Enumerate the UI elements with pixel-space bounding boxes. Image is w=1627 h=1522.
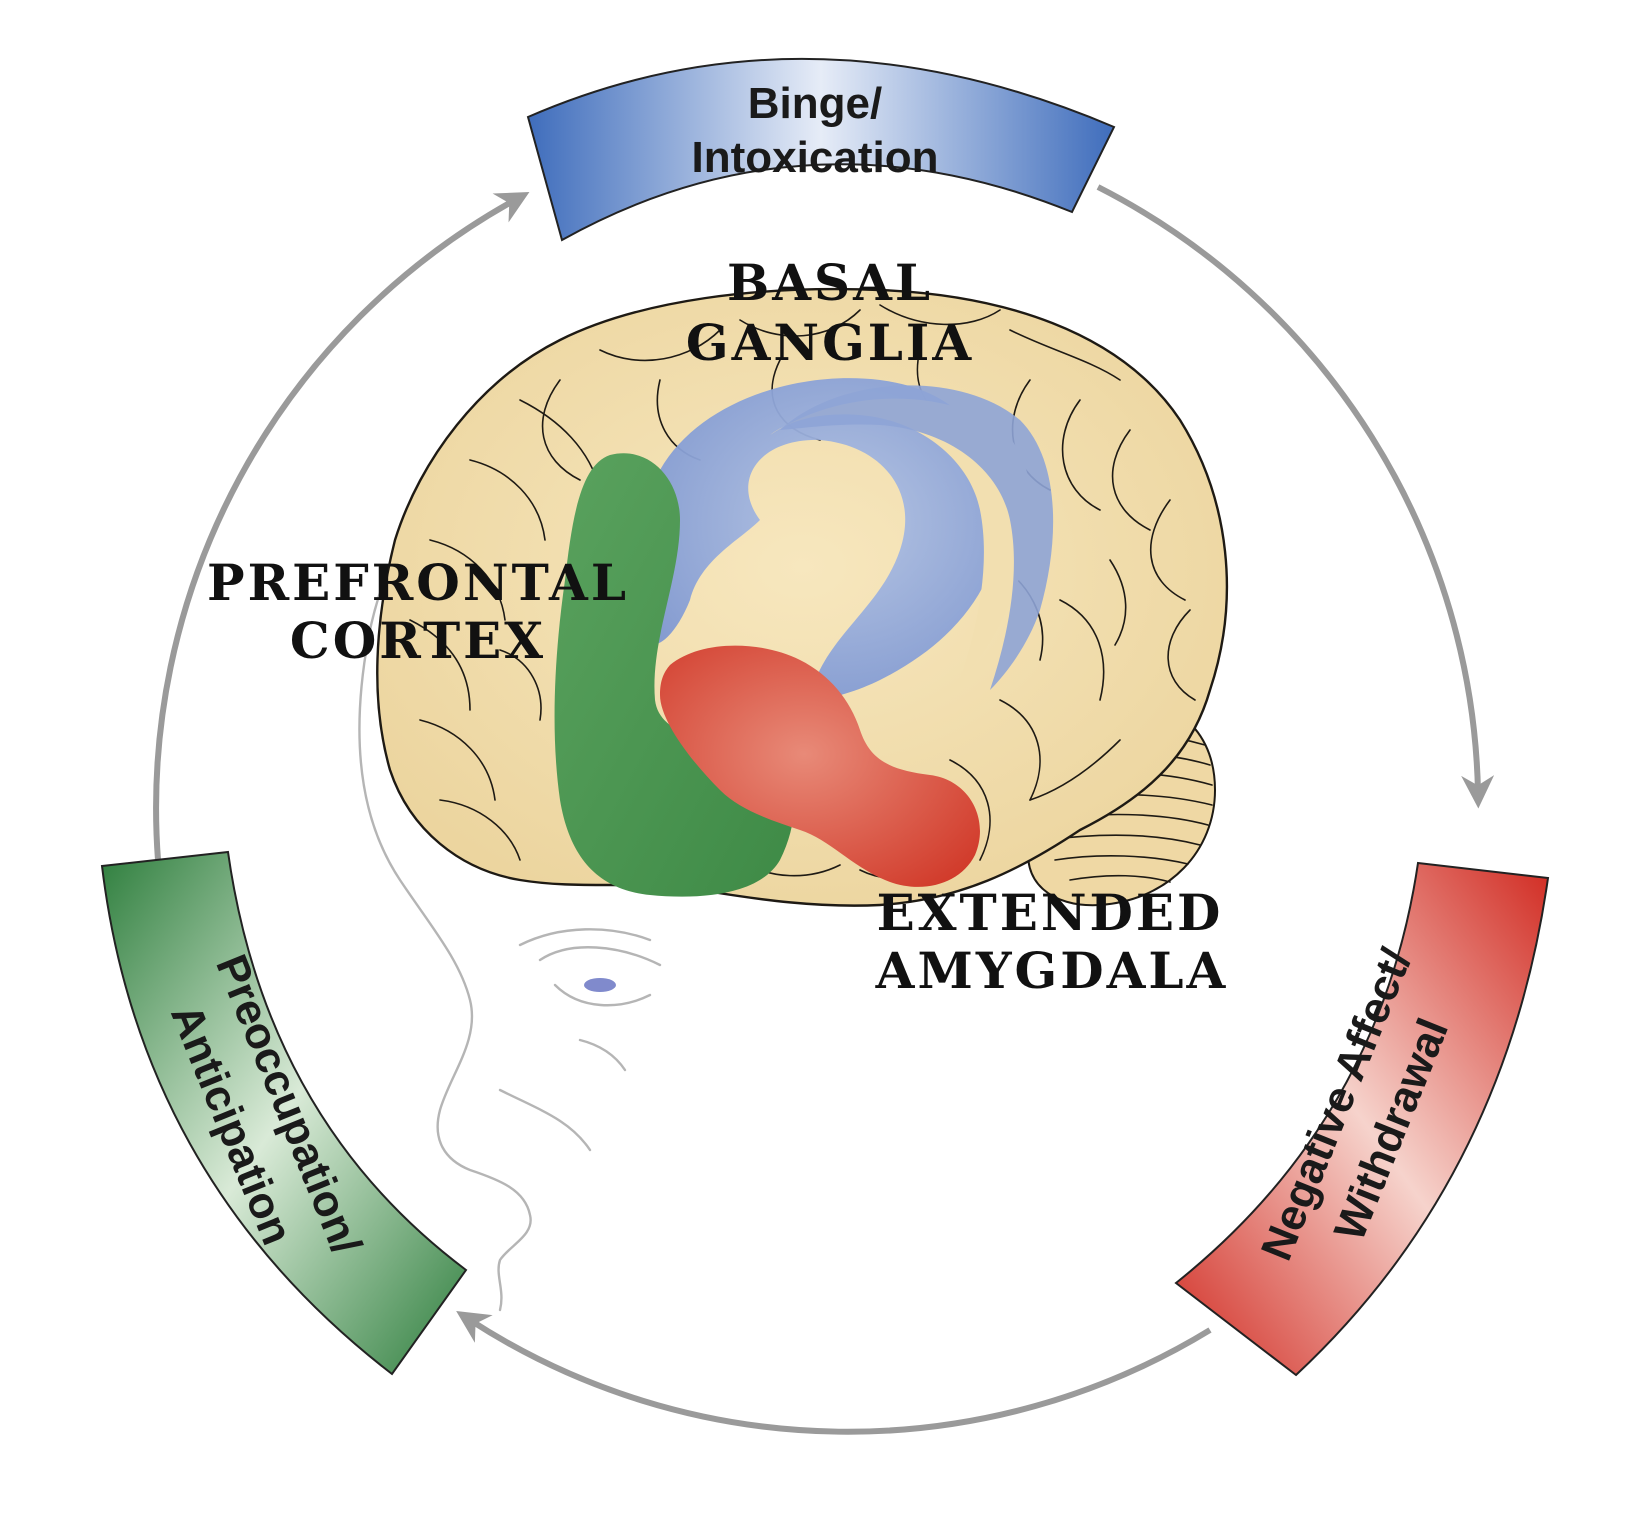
- brain-illustration: [376, 287, 1229, 907]
- extended-amygdala-label-line1: EXTENDED: [877, 883, 1224, 942]
- extended-amygdala-region: [660, 645, 980, 887]
- prefrontal-cortex-label-line1: PREFRONTAL: [207, 553, 629, 612]
- arrow-withdrawal-to-preoccupation: [456, 1311, 1212, 1435]
- prefrontal-cortex-label-line2: CORTEX: [290, 611, 546, 670]
- basal-ganglia-region: [638, 378, 1054, 700]
- basal-ganglia-label-line1: BASAL: [727, 253, 933, 312]
- extended-amygdala-label-line2: AMYGDALA: [875, 941, 1229, 1000]
- binge-label-line1: Binge/: [748, 79, 882, 128]
- preoccupation-stage-banner: Preoccupation/ Anticipation: [100, 850, 468, 1376]
- region-labels: BASAL GANGLIA PREFRONTAL CORTEX EXTENDED…: [207, 253, 1229, 1000]
- eye-icon: [584, 978, 616, 992]
- face-profile: [358, 328, 662, 1312]
- cycle-arrows: [153, 184, 1495, 1435]
- arrow-binge-to-withdrawal: [1096, 184, 1495, 809]
- basal-ganglia-label-line2: GANGLIA: [686, 313, 974, 372]
- binge-stage-banner: Binge/ Intoxication: [526, 57, 1116, 242]
- arrow-preoccupation-to-binge: [153, 192, 530, 861]
- withdrawal-stage-banner: Negative Affect/ Withdrawal: [1174, 861, 1550, 1377]
- binge-label-line2: Intoxication: [692, 133, 939, 182]
